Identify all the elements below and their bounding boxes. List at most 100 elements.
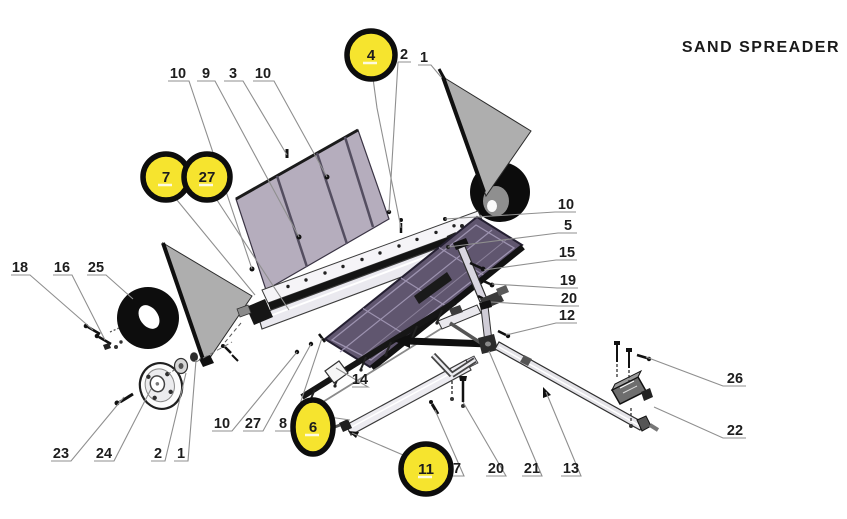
- callout-number: 7: [162, 169, 170, 186]
- callout-3-2: 3: [224, 66, 288, 156]
- callout-20-26: 20: [462, 401, 507, 477]
- leader-line: [11, 274, 94, 331]
- leader-line: [87, 274, 134, 300]
- highlighted-callout-11-33[interactable]: 11: [351, 432, 454, 497]
- callout-number: 19: [560, 273, 576, 289]
- callout-number: 20: [488, 461, 504, 477]
- callout-10-0: 10: [168, 66, 253, 270]
- leader-line: [253, 80, 328, 178]
- callout-10-3: 10: [253, 66, 328, 178]
- leader-line: [168, 80, 253, 270]
- callout-number: 10: [255, 66, 271, 82]
- leader-line: [545, 391, 582, 477]
- frame-joint: [478, 334, 498, 354]
- callout-9-1: 9: [197, 66, 300, 238]
- leader-line: [243, 343, 312, 432]
- callout-2-4: 2: [388, 47, 411, 213]
- leader-line: [505, 322, 577, 336]
- left-side-panel: [161, 241, 253, 367]
- callout-number: 18: [12, 260, 28, 276]
- callout-number: 3: [229, 66, 237, 82]
- highlighted-callout-4-29[interactable]: 4: [344, 28, 402, 229]
- leader-line: [434, 409, 465, 477]
- callout-number: 25: [88, 260, 104, 276]
- tongue-tube: [494, 341, 660, 432]
- highlighted-callout-27-31[interactable]: 27: [181, 151, 290, 311]
- assembly-axis-line: [195, 341, 233, 363]
- callout-number: 1: [420, 50, 428, 66]
- callout-number: 10: [214, 416, 230, 432]
- callout-24-18: 24: [94, 388, 152, 462]
- callout-21-27: 21: [488, 350, 543, 477]
- highlight-circle[interactable]: [344, 28, 398, 82]
- leader-arrowheads: [348, 431, 359, 438]
- callout-10-9: 10: [444, 197, 576, 220]
- callout-22-16: 22: [653, 406, 746, 439]
- callout-number: 11: [418, 461, 434, 478]
- callout-number: 7: [453, 461, 461, 477]
- callout-number: 23: [53, 446, 69, 462]
- callout-number: 9: [202, 66, 210, 82]
- left-wheel-rim: [138, 362, 184, 410]
- stand-bracket: [437, 285, 511, 353]
- leader-line: [174, 359, 197, 462]
- callout-number: 14: [352, 372, 368, 388]
- v-bracket: [430, 352, 477, 401]
- callout-number: 1: [177, 446, 185, 462]
- leader-line: [491, 283, 578, 289]
- callout-number: 21: [524, 461, 540, 477]
- leader-line: [171, 193, 256, 296]
- leader-line: [490, 301, 579, 307]
- callout-13-28: 13: [545, 391, 582, 477]
- callout-1-20: 1: [174, 359, 197, 462]
- axle-bar: [394, 334, 490, 348]
- callout-12-14: 12: [505, 308, 577, 336]
- callout-14-24: 14: [335, 367, 371, 388]
- leader-line: [53, 274, 106, 341]
- highlight-circle[interactable]: [398, 441, 454, 497]
- callout-number: 13: [563, 461, 579, 477]
- callout-number: 10: [170, 66, 186, 82]
- callout-5-10: 5: [447, 218, 577, 248]
- callout-number: 24: [96, 446, 112, 462]
- leader-line: [151, 372, 187, 462]
- callout-number: 6: [309, 419, 317, 436]
- leader-line: [462, 401, 507, 477]
- callout-number: 22: [727, 423, 743, 439]
- callout-number: 2: [400, 47, 408, 63]
- callout-26-15: 26: [645, 356, 746, 387]
- leader-line: [488, 350, 543, 477]
- callout-number: 16: [54, 260, 70, 276]
- callout-15-11: 15: [483, 245, 577, 271]
- spreader-artwork: [83, 68, 660, 438]
- leader-line: [388, 61, 411, 213]
- left-tire: [117, 287, 179, 349]
- highlight-circle[interactable]: [290, 397, 336, 457]
- callout-23-17: 23: [51, 396, 125, 462]
- leader-line: [212, 351, 298, 432]
- axle-hardware-left: [83, 323, 123, 350]
- callout-number: 2: [154, 446, 162, 462]
- highlighted-callout-6-32[interactable]: 6: [290, 397, 351, 457]
- hitch-assembly: [610, 341, 653, 428]
- diagram-title: SAND SPREADER: [682, 39, 840, 56]
- leader-line: [212, 193, 290, 311]
- callout-number: 20: [561, 291, 577, 307]
- wheel-lug-bolt: [114, 392, 134, 406]
- leader-line: [335, 367, 371, 388]
- leader-line: [371, 70, 402, 229]
- leader-line: [418, 64, 442, 78]
- callout-number: 10: [558, 197, 574, 213]
- highlight-circle[interactable]: [181, 151, 233, 203]
- callout-19-12: 19: [491, 273, 578, 289]
- callout-7-25: 7: [434, 409, 465, 477]
- callout-18-6: 18: [11, 260, 94, 331]
- callout-number: 27: [245, 416, 261, 432]
- callout-16-7: 16: [53, 260, 106, 341]
- callout-number: 4: [367, 47, 376, 64]
- callout-2-19: 2: [151, 372, 187, 462]
- right-side-panel: [437, 68, 532, 198]
